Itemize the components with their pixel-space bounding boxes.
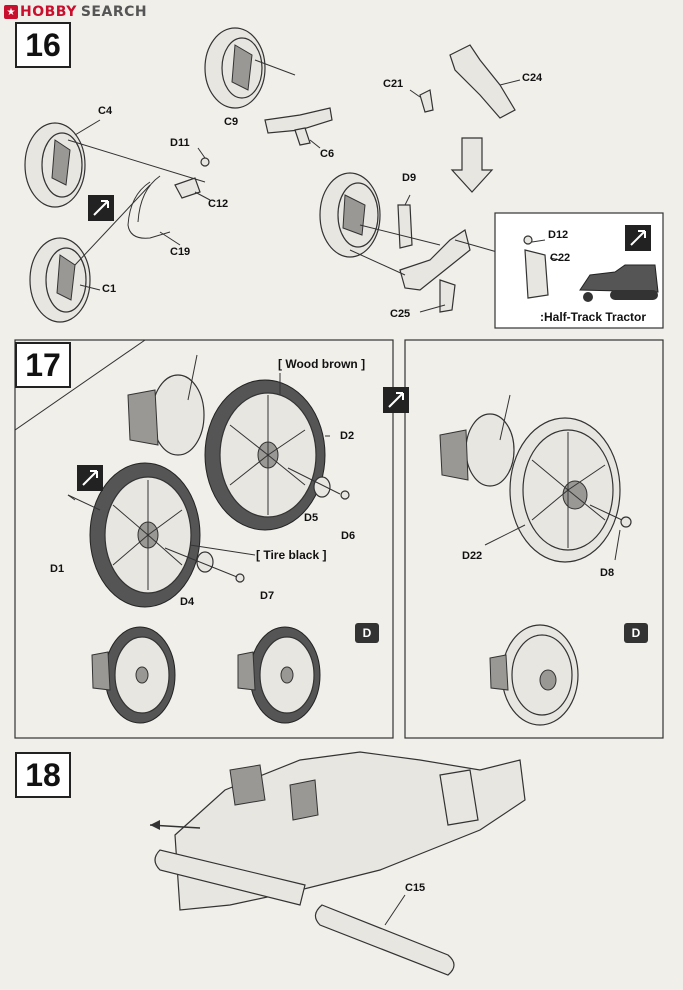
alternative-option-icon [383, 387, 409, 413]
part-label-c21: C21 [383, 78, 404, 90]
wheel-d2 [204, 379, 326, 531]
watermark-search: SEARCH [80, 4, 148, 20]
wheel-d1 [89, 462, 201, 608]
chassis-frame [174, 751, 526, 911]
part-label-c6: C6 [320, 148, 335, 160]
alternative-option-icon [88, 195, 114, 221]
part-tree-badge-left: D [355, 623, 379, 643]
wheel-d22 [509, 417, 621, 563]
part-label-d2: D2 [340, 430, 355, 442]
assembled-wheel-2 [237, 626, 321, 724]
tire-black-note: [ Tire black ] [256, 548, 327, 562]
watermark-brand: HOBBY [20, 4, 77, 20]
assembled-wheel-1 [91, 626, 176, 724]
hobby-search-logo-icon: ★ [4, 5, 18, 19]
step-16-number: 16 [15, 22, 71, 68]
part-label-d11: D11 [170, 137, 190, 149]
part-label-c19: C19 [170, 246, 191, 258]
part-label-c12: C12 [208, 198, 229, 210]
step-18-number: 18 [15, 752, 71, 798]
half-track-tractor-silhouette [579, 264, 659, 302]
brake-drum-top [204, 27, 266, 109]
part-tree-badge-right: D [624, 623, 648, 643]
part-label-d7: D7 [260, 590, 275, 602]
part-label-c15: C15 [405, 882, 426, 894]
hub-assembly-left [127, 374, 205, 456]
watermark: ★ HOBBY SEARCH [4, 4, 147, 20]
part-label-d22: D22 [462, 550, 483, 562]
part-label-d8: D8 [600, 567, 615, 579]
part-label-c4: C4 [98, 105, 113, 117]
part-label-c24: C24 [522, 72, 543, 84]
tube-c15 [314, 904, 455, 976]
part-label-d5: D5 [304, 512, 319, 524]
brake-drum-lower [319, 172, 381, 258]
part-label-d9: D9 [402, 172, 417, 184]
alternative-option-icon [77, 465, 103, 491]
alternative-option-icon [625, 225, 651, 251]
brake-drum-c1 [29, 237, 91, 323]
part-label-d1: D1 [50, 563, 65, 575]
part-label-d4: D4 [180, 596, 195, 608]
part-label-c9: C9 [224, 116, 239, 128]
part-label-c25: C25 [390, 308, 411, 320]
part-label-c22: C22 [550, 252, 571, 264]
step-17-number: 17 [15, 342, 71, 388]
part-label-d6: D6 [341, 530, 356, 542]
part-label-c1: C1 [102, 283, 117, 295]
brake-drum-c4 [24, 122, 86, 208]
assembled-wheel-3 [489, 624, 579, 726]
inset-caption: :Half-Track Tractor [540, 310, 647, 324]
wood-brown-note: [ Wood brown ] [278, 357, 366, 371]
part-label-d12: D12 [548, 229, 569, 241]
